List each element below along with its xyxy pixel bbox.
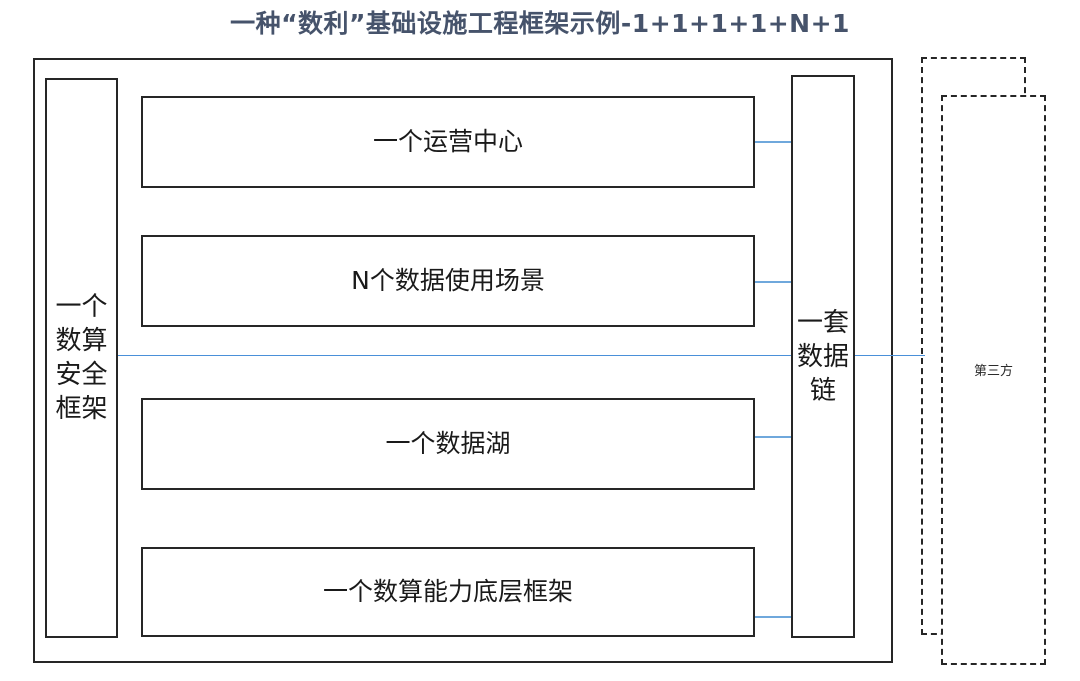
right-pillar-label: 一套数据链 <box>796 307 849 406</box>
third-party-box-front[interactable]: 第三方 <box>941 95 1046 665</box>
layer-box-compute-capability-foundation[interactable]: 一个数算能力底层框架 <box>141 547 755 637</box>
layer-label-operations-center: 一个运营中心 <box>372 127 523 156</box>
third-party-label: 第三方 <box>973 363 1013 379</box>
connector-layer-2-to-data-chain <box>755 281 792 283</box>
connector-layer-4-to-data-chain <box>755 616 792 618</box>
left-pillar-security-framework[interactable]: 一个数算安全框架 <box>45 78 118 638</box>
layer-label-data-usage-scenarios: N个数据使用场景 <box>351 266 545 295</box>
page-title: 一种“数利”基础设施工程框架示例-1+1+1+1+N+1 <box>230 9 850 38</box>
layer-box-data-lake[interactable]: 一个数据湖 <box>141 398 755 490</box>
left-pillar-label: 一个数算安全框架 <box>55 292 108 424</box>
layer-box-data-usage-scenarios[interactable]: N个数据使用场景 <box>141 235 755 327</box>
right-pillar-data-chain[interactable]: 一套数据链 <box>791 75 855 638</box>
connector-layer-3-to-data-chain <box>755 436 792 438</box>
outer-framework-boundary <box>33 58 893 663</box>
layer-box-operations-center[interactable]: 一个运营中心 <box>141 96 755 188</box>
data-chain-backbone-line <box>118 355 925 356</box>
layer-label-data-lake: 一个数据湖 <box>385 429 511 458</box>
layer-label-compute-capability-foundation: 一个数算能力底层框架 <box>322 577 573 606</box>
connector-layer-1-to-data-chain <box>755 141 792 143</box>
